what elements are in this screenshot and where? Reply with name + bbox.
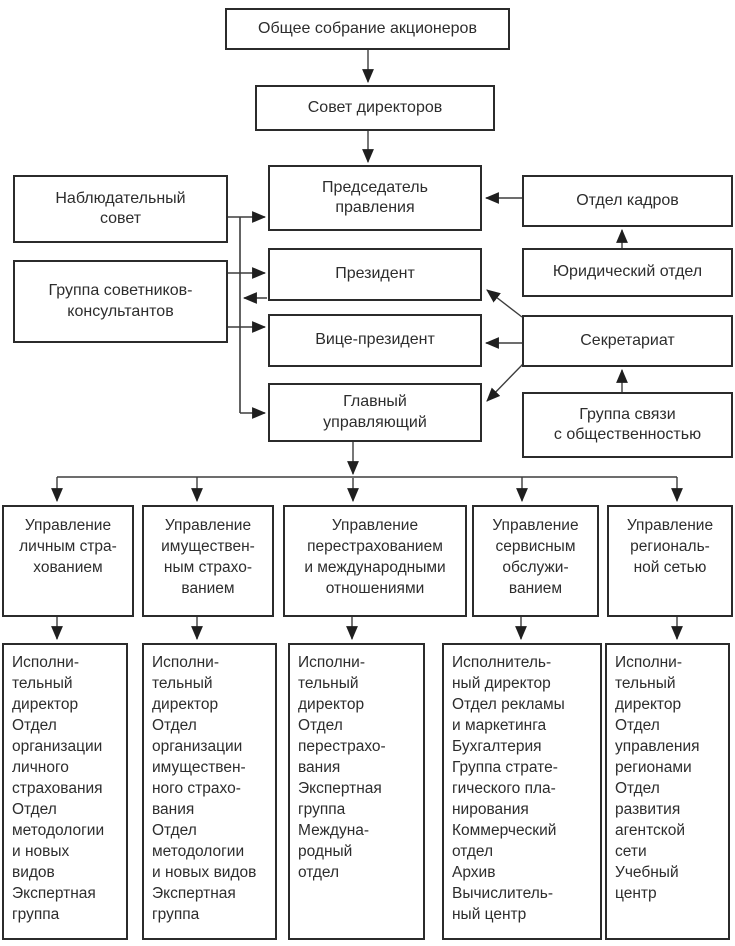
node-president: Президент: [268, 248, 482, 301]
node-secretariat: Секретариат: [522, 315, 733, 367]
node-units-property-insurance: Исполни- тельный директор Отдел организа…: [142, 643, 277, 940]
node-board-of-directors: Совет директоров: [255, 85, 495, 131]
node-supervisory-board: Наблюдательный совет: [13, 175, 228, 243]
edge-secretariat-chiefmanager: [486, 363, 524, 402]
node-advisory-group: Группа советников- консультантов: [13, 260, 228, 343]
node-general-meeting: Общее собрание акционеров: [225, 8, 510, 50]
edge-secretariat-president: [486, 289, 523, 318]
node-units-reinsurance: Исполни- тельный директор Отдел перестра…: [288, 643, 425, 940]
node-units-regional: Исполни- тельный директор Отдел управлен…: [605, 643, 730, 940]
node-units-service: Исполнитель- ный директор Отдел рекламы …: [442, 643, 602, 940]
node-hr-department: Отдел кадров: [522, 175, 733, 227]
node-pr-group: Группа связи с общественностью: [522, 392, 733, 458]
node-legal-department: Юридический отдел: [522, 248, 733, 297]
node-units-personal-insurance: Исполни- тельный директор Отдел организа…: [2, 643, 128, 940]
node-vice-president: Вице-президент: [268, 314, 482, 367]
node-dept-personal-insurance: Управление личным стра- хованием: [2, 505, 134, 617]
node-dept-regional: Управление региональ- ной сетью: [607, 505, 733, 617]
node-chief-manager: Главный управляющий: [268, 383, 482, 442]
node-dept-reinsurance: Управление перестрахованием и международ…: [283, 505, 467, 617]
node-dept-property-insurance: Управление имуществен- ным страхо- вание…: [142, 505, 274, 617]
node-chairman: Председатель правления: [268, 165, 482, 231]
node-dept-service: Управление сервисным обслужи- ванием: [472, 505, 599, 617]
